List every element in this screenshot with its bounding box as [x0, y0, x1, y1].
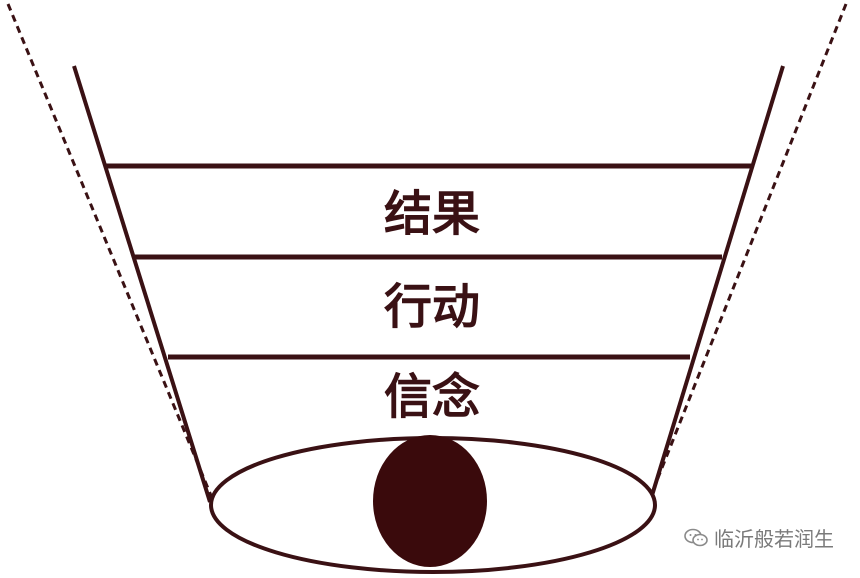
- watermark-text: 临沂般若润生: [714, 527, 834, 551]
- outer-cone-left-dashed: [6, 3, 214, 499]
- outer-cone-right-dashed: [648, 3, 848, 499]
- watermark: 临沂般若润生: [684, 523, 834, 552]
- wechat-icon: [684, 528, 708, 546]
- funnel-right-side: [648, 65, 785, 503]
- level-label-belief: 信念: [384, 369, 480, 425]
- funnel-left-side: [72, 65, 212, 503]
- core-circle: [373, 435, 487, 567]
- level-label-result: 结果: [384, 186, 480, 242]
- level-label-action: 行动: [384, 279, 480, 335]
